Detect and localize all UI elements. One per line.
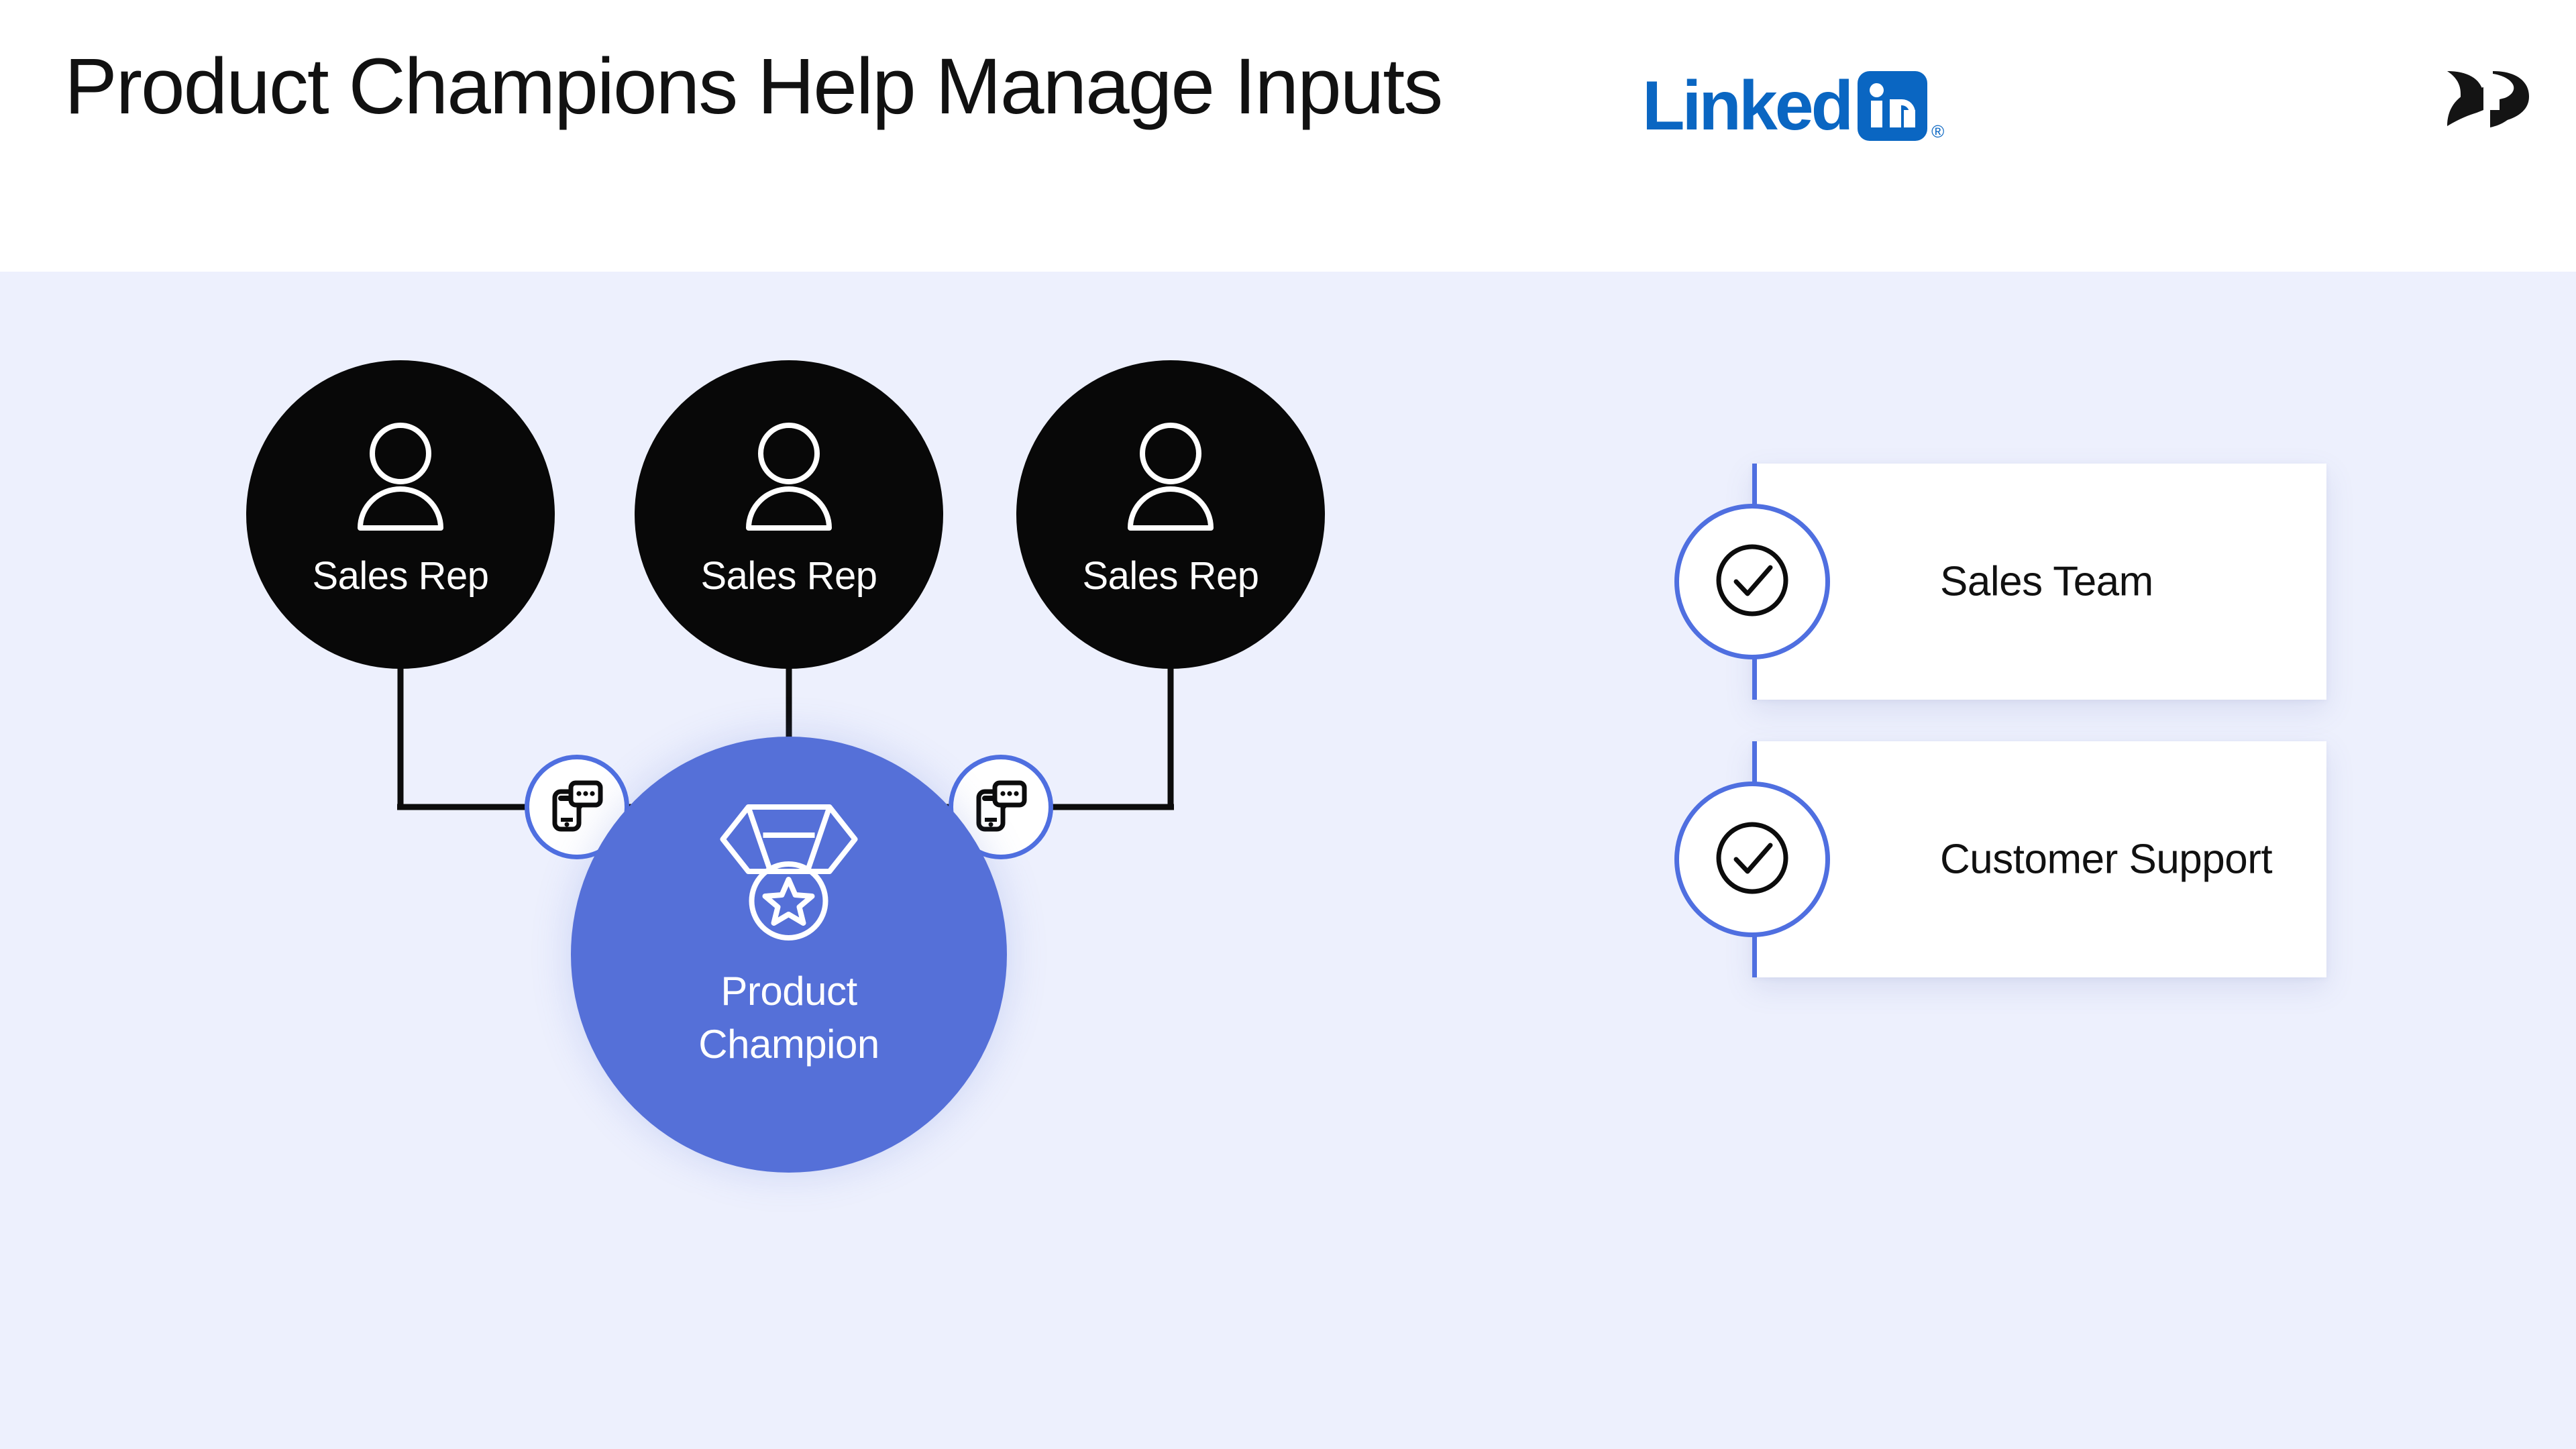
sales-rep-circle xyxy=(246,360,555,669)
linkedin-wordmark: Linked xyxy=(1642,67,1854,145)
champion-label-line1: Product xyxy=(720,969,857,1014)
check-circle-icon xyxy=(1713,818,1792,901)
champion-label-line2: Champion xyxy=(698,1022,879,1067)
output-card-customer-support[interactable]: Customer Support xyxy=(1674,741,2326,977)
product-champion-node[interactable]: Product Champion xyxy=(571,737,1007,1173)
sales-rep-circle xyxy=(635,360,943,669)
sales-rep-label: Sales Rep xyxy=(312,554,489,598)
page-title: Product Champions Help Manage Inputs xyxy=(64,42,1443,131)
linkedin-in-badge-icon xyxy=(1858,71,1928,141)
user-icon xyxy=(739,422,839,536)
check-circle-icon xyxy=(1713,541,1792,623)
registered-trademark-mark: ® xyxy=(1931,121,1945,142)
card-badge xyxy=(1674,782,1830,937)
sales-rep-circle xyxy=(1016,360,1325,669)
card-label: Sales Team xyxy=(1940,558,2153,605)
medal-star-icon xyxy=(717,800,861,948)
sales-rep-node-3[interactable]: Sales Rep xyxy=(1016,360,1325,669)
sales-rep-label: Sales Rep xyxy=(700,554,877,598)
chat-message-icon xyxy=(548,777,606,838)
slide-header: Product Champions Help Manage Inputs Lin… xyxy=(0,0,2576,272)
output-card-sales-team[interactable]: Sales Team xyxy=(1674,464,2326,700)
chat-message-icon xyxy=(972,777,1030,838)
user-icon xyxy=(350,422,451,536)
sales-rep-node-1[interactable]: Sales Rep xyxy=(246,360,555,669)
diagram-body: Sales Rep Sales Rep Sales Rep xyxy=(0,272,2576,1449)
user-icon xyxy=(1120,422,1221,536)
product-champion-label: Product Champion xyxy=(571,965,1007,1071)
sales-rep-label: Sales Rep xyxy=(1082,554,1259,598)
sales-rep-node-2[interactable]: Sales Rep xyxy=(635,360,943,669)
card-label: Customer Support xyxy=(1940,836,2273,883)
linkedin-logo: Linked ® xyxy=(1642,66,1944,146)
card-badge xyxy=(1674,504,1830,659)
double-chevron-r-logo-icon xyxy=(2440,52,2541,136)
